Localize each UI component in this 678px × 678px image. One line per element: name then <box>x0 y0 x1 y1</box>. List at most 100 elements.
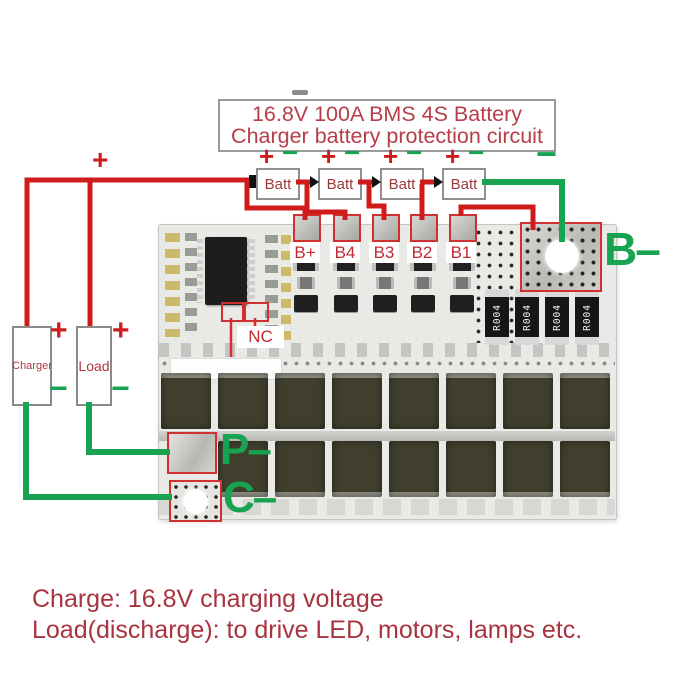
shunt-resistor: R004 <box>485 289 509 345</box>
nc-label: NC <box>237 326 284 348</box>
mosfet <box>332 373 382 429</box>
pad-b2 <box>410 214 438 242</box>
pad-p-minus <box>167 432 217 474</box>
minus-symbol: − <box>344 137 361 168</box>
mosfet <box>389 373 439 429</box>
nc-pad-box1 <box>221 302 244 322</box>
battery-box-4: Batt <box>442 168 486 200</box>
smd-transistor <box>294 295 318 312</box>
shunt-resistor-row: R004 R004 R004 R004 <box>485 289 599 345</box>
tap-label-b2: B2 <box>407 242 437 263</box>
bms-ic-chip <box>205 237 247 305</box>
mosfet <box>332 441 382 497</box>
pad-c-minus <box>169 480 222 522</box>
mosfet <box>446 441 496 497</box>
plus-symbol: + <box>383 141 399 171</box>
pad-bplus <box>293 214 321 242</box>
ic-pins <box>247 239 255 303</box>
plus-symbol: + <box>321 141 337 171</box>
smd-component <box>453 277 471 289</box>
pad-b3 <box>372 214 400 242</box>
battery-box-3: Batt <box>380 168 424 200</box>
tap-text: B3 <box>373 242 395 262</box>
tap-text: B4 <box>334 242 356 262</box>
plus-symbol: + <box>259 141 275 171</box>
shunt-value: R004 <box>491 303 503 331</box>
plus-symbol: + <box>112 314 130 347</box>
smd-component <box>376 277 394 289</box>
plus-symbol: + <box>445 141 461 171</box>
tap-label-b1: B1 <box>446 242 476 263</box>
smd-component <box>414 277 432 289</box>
battery-label: Batt <box>388 175 416 193</box>
smd-column-left <box>165 233 180 337</box>
load-box: Load <box>76 326 112 406</box>
mounting-hole <box>545 239 579 273</box>
shunt-value: R004 <box>581 303 593 331</box>
smd-transistor <box>450 295 474 312</box>
p-minus-label: P– <box>220 425 272 474</box>
mosfet <box>446 373 496 429</box>
smd-column-left2 <box>185 233 197 337</box>
smd-transistor <box>373 295 397 312</box>
smd-component <box>297 277 315 289</box>
nc-pad-box2 <box>244 302 269 322</box>
battery-label: Batt <box>326 175 354 193</box>
charger-label: Charger <box>12 360 52 372</box>
pad-b-minus <box>520 222 602 292</box>
tap-text: B+ <box>294 242 316 262</box>
mounting-hole <box>183 489 208 514</box>
solder-pad-row <box>159 343 615 357</box>
plus-symbol: + <box>92 144 109 175</box>
minus-symbol: − <box>282 137 299 168</box>
mosfet <box>218 441 268 497</box>
charger-negative-wire <box>23 402 172 500</box>
shunt-resistor: R004 <box>575 289 599 345</box>
shunt-resistor: R004 <box>545 289 569 345</box>
tap-text: B2 <box>411 242 433 262</box>
c-minus-label: C– <box>223 473 277 522</box>
smd-transistor <box>334 295 358 312</box>
mosfet <box>560 441 610 497</box>
footer-line2: Load(discharge): to drive LED, motors, l… <box>32 616 583 644</box>
charger-box: Charger <box>12 326 52 406</box>
mosfet-row-top <box>161 373 610 429</box>
b-minus-label: B– <box>604 223 661 275</box>
mosfet-row-bottom <box>218 441 610 497</box>
photo-smudge <box>292 90 308 95</box>
mosfet <box>275 441 325 497</box>
title-box: 16.8V 100A BMS 4S Battery Charger batter… <box>218 99 556 152</box>
smd-component <box>337 277 355 289</box>
title-line1: 16.8V 100A BMS 4S Battery <box>251 102 523 126</box>
mosfet <box>218 373 268 429</box>
mosfet <box>503 441 553 497</box>
tap-text: B1 <box>450 242 472 262</box>
nc-text: NC <box>248 327 273 346</box>
tap-label-b4: B4 <box>330 242 360 263</box>
minus-symbol: − <box>536 133 558 174</box>
smd-transistor <box>411 295 435 312</box>
load-label: Load <box>78 358 110 374</box>
mosfet <box>161 373 211 429</box>
plus-symbol: + <box>50 314 68 347</box>
battery-label: Batt <box>450 175 478 193</box>
footer-line1: Charge: 16.8V charging voltage <box>32 585 384 613</box>
pad-b1 <box>449 214 477 242</box>
pad-b4 <box>333 214 361 242</box>
mosfet <box>560 373 610 429</box>
tap-label-b3: B3 <box>369 242 399 263</box>
shunt-value: R004 <box>551 303 563 331</box>
minus-symbol: − <box>468 137 485 168</box>
shunt-value: R004 <box>521 303 533 331</box>
center-solder-strip <box>159 431 615 441</box>
bottom-pad-row <box>159 499 615 515</box>
battery-label: Batt <box>264 175 292 193</box>
battery-box-2: Batt <box>318 168 362 200</box>
shunt-resistor: R004 <box>515 289 539 345</box>
tap-label-bplus: B+ <box>290 242 320 263</box>
minus-symbol: − <box>111 370 130 406</box>
wire-terminal-cap <box>249 175 256 188</box>
ic-pins <box>197 239 203 303</box>
mosfet <box>275 373 325 429</box>
